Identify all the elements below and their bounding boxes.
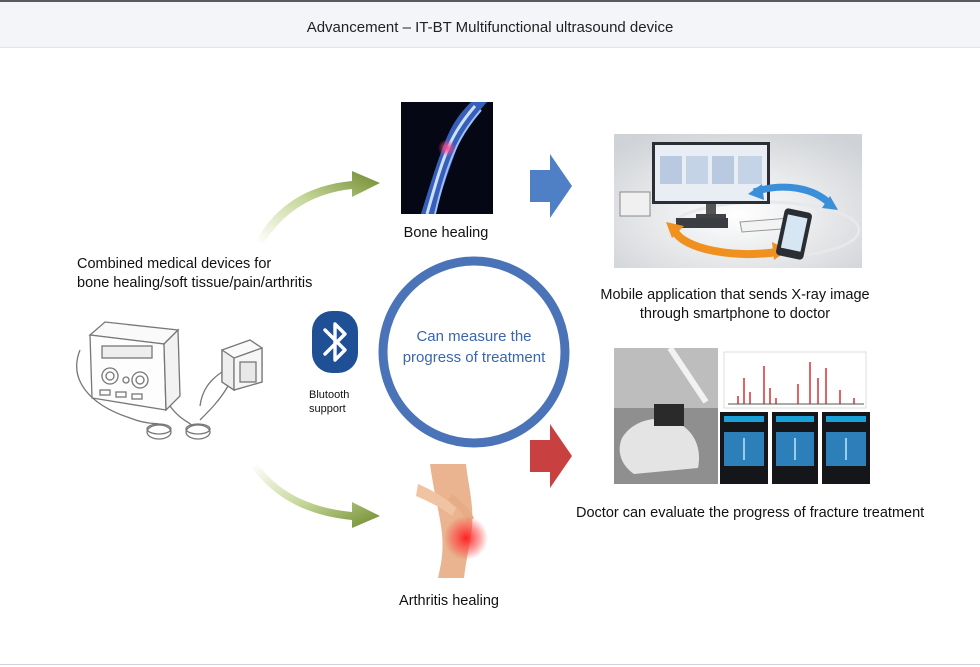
device-description-line1: Combined medical devices for — [77, 256, 272, 272]
mobile-app-image — [614, 134, 862, 268]
bone-xray-image — [401, 102, 493, 214]
blue-right-arrow — [530, 154, 572, 218]
arthritis-healing-label: Arthritis healing — [399, 593, 499, 609]
device-description-line2: bone healing/soft tissue/pain/arthritis — [77, 275, 313, 291]
header-bar: Advancement – IT-BT Multifunctional ultr… — [0, 0, 980, 48]
center-caption: Can measure the progress of treatment — [380, 326, 568, 368]
bluetooth-label: Blutooth support — [309, 388, 349, 416]
treatment-ring — [378, 256, 570, 448]
center-caption-line1: Can measure the — [416, 328, 532, 345]
page-title: Advancement – IT-BT Multifunctional ultr… — [306, 19, 674, 36]
mobile-app-caption-line2: through smartphone to doctor — [639, 306, 831, 322]
red-right-arrow — [530, 424, 572, 488]
bottom-divider — [0, 664, 980, 665]
mobile-app-caption: Mobile application that sends X-ray imag… — [575, 286, 895, 324]
bluetooth-label-line1: Blutooth — [309, 389, 350, 401]
bone-healing-label: Bone healing — [403, 225, 489, 241]
green-arrow-up — [256, 171, 380, 243]
mobile-app-caption-line1: Mobile application that sends X-ray imag… — [600, 287, 870, 303]
device-description: Combined medical devices for bone healin… — [77, 255, 377, 293]
ultrasound-device-illustration — [76, 321, 263, 440]
arthritis-knee-image — [412, 464, 496, 578]
doctor-evaluation-caption: Doctor can evaluate the progress of frac… — [576, 505, 925, 521]
center-caption-line2: progress of treatment — [402, 349, 546, 366]
bluetooth-label-line2: support — [309, 403, 346, 415]
treatment-monitoring-image — [614, 348, 870, 484]
green-arrow-down — [252, 464, 380, 528]
bluetooth-icon — [312, 311, 358, 373]
